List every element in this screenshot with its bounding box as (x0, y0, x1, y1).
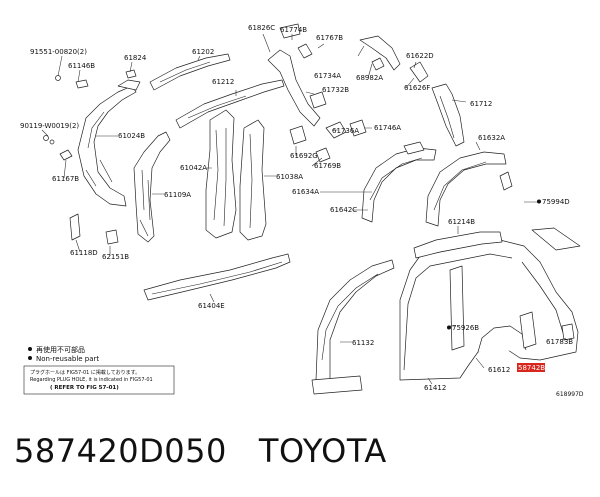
part-label[interactable]: 61642C (330, 206, 357, 214)
part-label[interactable]: 61769B (314, 162, 341, 170)
legend-note-jp: プラグホールは FIG57-01 に掲載しております。 (30, 369, 140, 376)
part-label[interactable]: 61612 (488, 366, 510, 374)
part-label[interactable]: 61736A (332, 127, 359, 135)
part-label[interactable]: 61024B (118, 132, 145, 140)
screws-front (43, 69, 137, 161)
legend-reuse-jp: 再使用不可部品 (36, 345, 85, 354)
part-labels: 91551-00820(2) 61146B 61824 61202 61826C 6177… (20, 24, 573, 392)
leader-lines (41, 33, 567, 385)
center-pillar-lower-reinforcement (239, 119, 267, 241)
rocker-outer-panel (413, 231, 503, 259)
part-label[interactable]: 61038A (276, 173, 303, 181)
part-label[interactable]: 61212 (212, 78, 234, 86)
part-label[interactable]: 61132 (352, 339, 374, 347)
part-label[interactable]: 61746A (374, 124, 401, 132)
quarter-wheel-house-outer (425, 151, 513, 227)
part-label[interactable]: 61692G (290, 152, 318, 160)
roof-side-rail-inner (175, 79, 285, 129)
side-member-outer-front (311, 259, 395, 395)
part-label[interactable]: 61626F (404, 84, 430, 92)
part-label[interactable]: 61214B (448, 218, 475, 226)
part-label[interactable]: 61404E (198, 302, 225, 310)
part-label[interactable]: 61732B (322, 86, 349, 94)
side-member-outer-panel (399, 227, 581, 381)
legend: 再使用不可部品 Non-reusable part プラグホールは FIG57-… (23, 345, 175, 395)
part-label[interactable]: 61824 (124, 54, 147, 62)
legend-non-reusable: Non-reusable part (36, 355, 99, 363)
front-pillar-reinforcement (77, 79, 141, 207)
figure-code: 618997D (556, 391, 584, 398)
part-label[interactable]: 62151B (102, 253, 129, 261)
caption-brand: TOYOTA (258, 432, 387, 470)
part-label[interactable]: 61622D (406, 52, 434, 60)
quarter-wheel-house-inner (361, 141, 437, 223)
roof-side-rail-outer (149, 53, 231, 91)
non-reusable-marker (447, 325, 451, 330)
rocker-panel-reinforcement (143, 253, 291, 301)
part-label[interactable]: 75926B (452, 324, 479, 332)
part-label[interactable]: 61109A (164, 191, 191, 199)
part-label[interactable]: 61118D (70, 249, 98, 257)
back-door-opening-upper (431, 83, 465, 147)
legend-note-ref: ( REFER TO FIG 57-01) (50, 385, 119, 391)
center-pillar-outer-reinforcement (205, 109, 237, 239)
part-label[interactable]: 61774B (280, 26, 307, 34)
part-label[interactable]: 61167B (52, 175, 79, 183)
part-label[interactable]: 61632A (478, 134, 505, 142)
roof-rail-rear-brackets (267, 23, 429, 163)
body-panel-exploded-diagram: 91551-00820(2) 61146B 61824 61202 61826C 6177… (20, 23, 584, 398)
part-label[interactable]: 61042A (180, 164, 207, 172)
part-label[interactable]: 61826C (248, 24, 275, 32)
part-label[interactable]: 68982A (356, 74, 383, 82)
caption-part-number: 587420D050 (14, 432, 227, 470)
highlight-box (517, 363, 545, 372)
part-label[interactable]: 61412 (424, 384, 446, 392)
part-label[interactable]: 58742B (518, 364, 545, 372)
non-reusable-marker (537, 199, 541, 204)
center-pillar-inner (133, 131, 171, 243)
part-label[interactable]: 61634A (292, 188, 319, 196)
part-label[interactable]: 75994D (542, 198, 570, 206)
part-label[interactable]: 61712 (470, 100, 492, 108)
part-label[interactable]: 61783B (546, 338, 573, 346)
part-label[interactable]: 61767B (316, 34, 343, 42)
part-label[interactable]: 61146B (68, 62, 95, 70)
small-brackets (69, 213, 119, 245)
part-label[interactable]: 61734A (314, 72, 341, 80)
legend-note-en: Regarding PLUG HOLE, it is indicated in … (30, 377, 153, 383)
part-caption: 587420D050 TOYOTA (14, 432, 387, 470)
part-label[interactable]: 90119-W0019(2) (20, 122, 79, 130)
part-label[interactable]: 61202 (192, 48, 214, 56)
part-label[interactable]: 91551-00820(2) (30, 48, 87, 56)
